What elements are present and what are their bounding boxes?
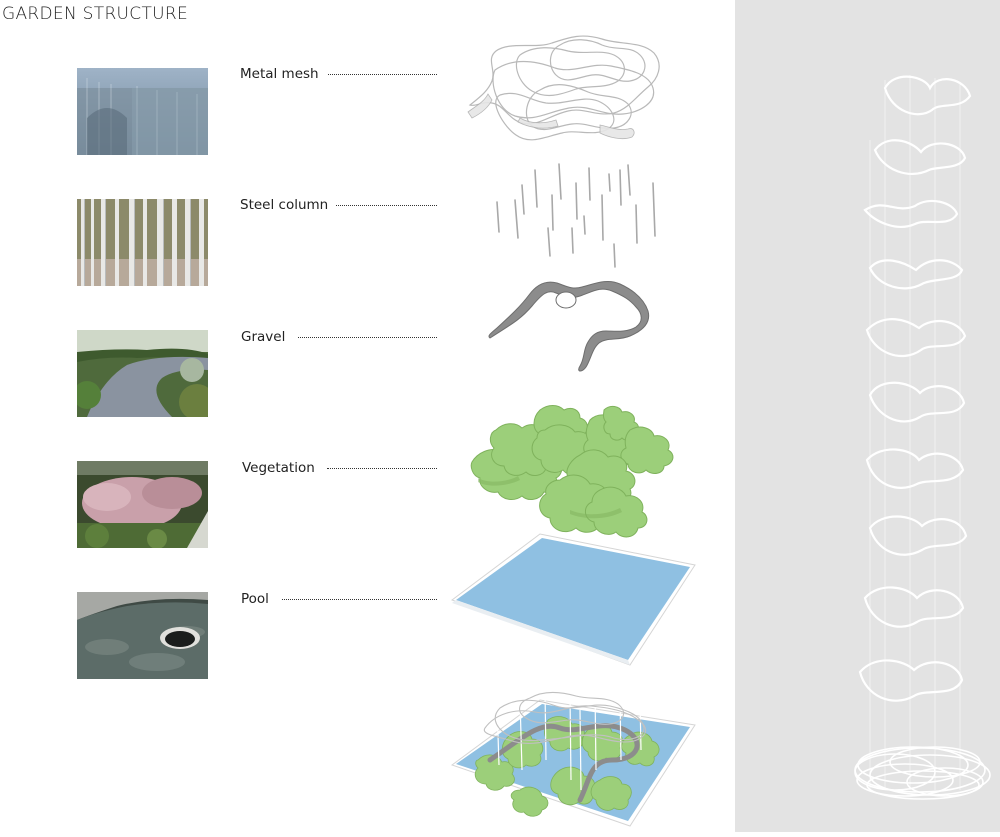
- gravel-layer: [488, 281, 650, 372]
- metal-mesh-layer: [468, 35, 660, 141]
- leader-line: [282, 599, 437, 600]
- vegetation-shadow: [478, 476, 622, 519]
- vegetation-photo: [77, 461, 208, 548]
- vegetation-layer: [470, 405, 674, 538]
- leader-line: [328, 74, 437, 75]
- pool-photo: [77, 592, 208, 679]
- page-title: GARDEN STRUCTURE: [2, 4, 189, 24]
- layer-label-gravel: Gravel: [241, 329, 286, 345]
- steel-column-photo: [77, 199, 208, 286]
- stacked-mesh-elevation: [854, 75, 991, 800]
- layer-label-steel-column: Steel column: [240, 197, 329, 213]
- leader-line: [298, 337, 437, 338]
- pool-layer: [450, 533, 696, 666]
- metal-mesh-ribbons: [467, 93, 635, 140]
- exploded-axonometric-drawing: [450, 35, 696, 827]
- combined-assembly: [450, 689, 696, 827]
- layer-label-vegetation: Vegetation: [242, 460, 315, 476]
- side-panel: [735, 0, 1000, 832]
- steel-column-layer: [496, 163, 656, 268]
- leader-line: [327, 468, 437, 469]
- gravel-photo: [77, 330, 208, 417]
- metal-mesh-photo: [77, 68, 208, 155]
- layer-label-pool: Pool: [241, 591, 269, 607]
- leader-line: [336, 205, 437, 206]
- layer-label-metal-mesh: Metal mesh: [240, 66, 319, 82]
